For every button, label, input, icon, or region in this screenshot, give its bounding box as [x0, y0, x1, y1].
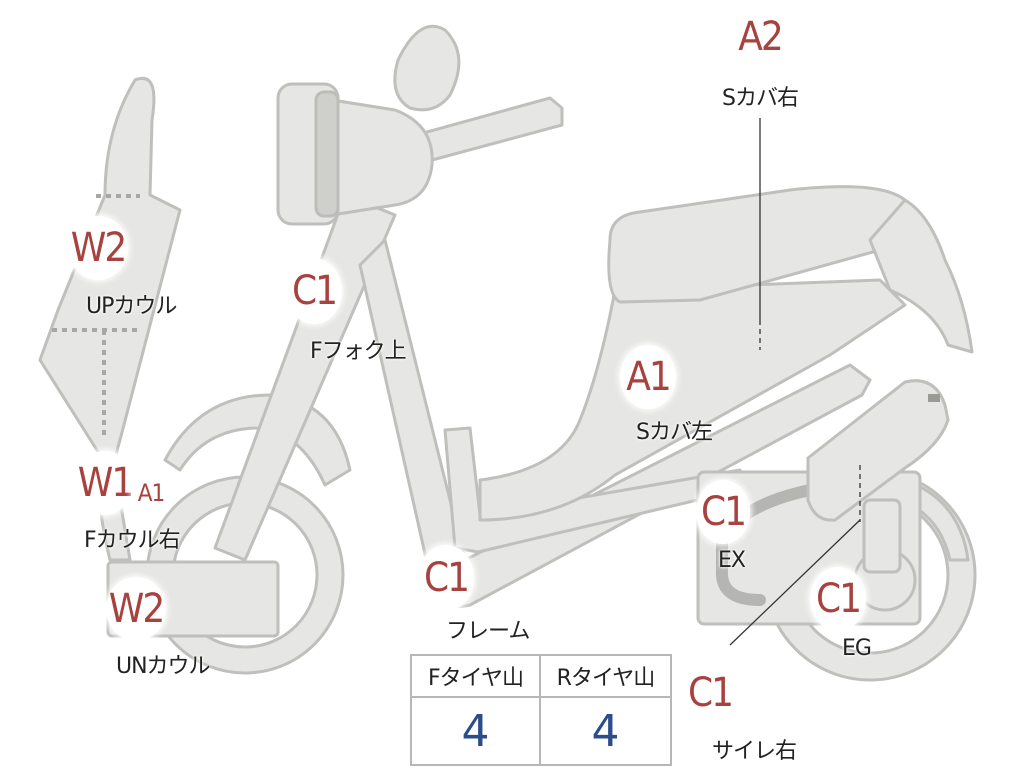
rear-tire-value: 4 — [591, 705, 620, 757]
tail-section — [868, 198, 974, 354]
label-front-cowl-right: Fカウル右 — [84, 528, 181, 553]
label-exhaust: EX — [718, 548, 746, 573]
tire-tread-table: Fタイヤ山 Rタイヤ山 4 4 — [410, 654, 672, 766]
grade-c1-engine: C1 — [810, 567, 866, 631]
grade-c1-muffler: C1 — [682, 660, 738, 726]
grade-c1-front-fork: C1 — [286, 258, 342, 324]
label-up-cowl: UPカウル — [86, 294, 177, 319]
muffler — [806, 379, 950, 522]
front-tire-value: 4 — [412, 698, 541, 764]
grade-a1-side-cover: A1 — [620, 345, 676, 409]
grade-w1-front-cowl: W1 — [77, 451, 134, 515]
mirror — [393, 24, 461, 112]
label-engine: EG — [842, 636, 872, 661]
label-s-cover-left: Sカバ左 — [636, 420, 713, 445]
side-cover — [478, 278, 907, 522]
grade-c1-frame: C1 — [418, 545, 474, 611]
front-cowl — [38, 77, 182, 562]
label-s-cover-right: Sカバ右 — [722, 86, 799, 111]
front-tire-header: Fタイヤ山 — [412, 656, 541, 698]
grade-w2-under-cowl: W2 — [106, 577, 166, 641]
label-frame: フレーム — [446, 619, 530, 644]
grade-a1-front-cowl: A1 — [132, 472, 170, 514]
label-under-cowl: UNカウル — [116, 654, 211, 679]
grade-c1-exhaust: C1 — [696, 480, 750, 544]
label-muffler-right: サイレ右 — [712, 739, 797, 764]
grade-a2-seat-cover: A2 — [733, 7, 787, 67]
rear-tire-header: Rタイヤ山 — [541, 656, 670, 698]
leader-line-muffler — [729, 519, 861, 646]
grade-w2-up-cowl: W2 — [68, 216, 128, 280]
label-front-fork-upper: Fフォク上 — [310, 339, 407, 364]
